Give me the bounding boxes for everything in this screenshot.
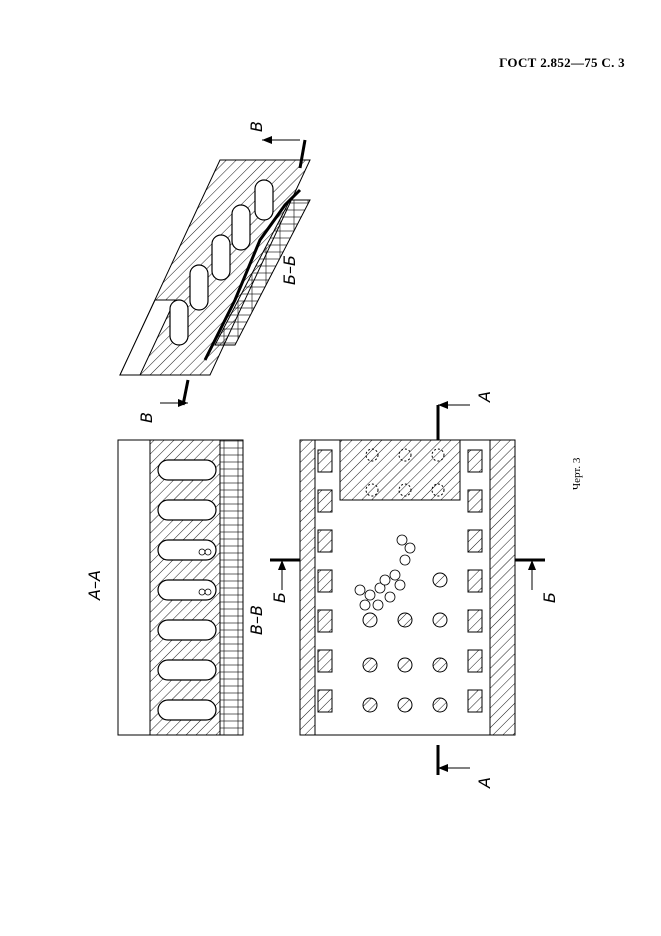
section-vv-view [270, 401, 545, 775]
label-bb: Б–Б [280, 255, 299, 285]
section-aa-view [117, 439, 244, 736]
label-aa: А–А [85, 570, 104, 601]
figure-caption: Черт. 3 [571, 457, 583, 490]
label-b-right: Б [540, 592, 559, 603]
page-header: ГОСТ 2.852—75 С. 3 [499, 55, 625, 70]
label-v-bottom: В [137, 412, 156, 423]
label-a-top: А [475, 391, 494, 403]
label-v-top: В [247, 121, 266, 132]
label-b-left: Б [270, 592, 289, 603]
label-a-bottom: А [475, 777, 494, 789]
label-vv: В–В [247, 605, 266, 635]
section-bb-view [119, 136, 311, 407]
